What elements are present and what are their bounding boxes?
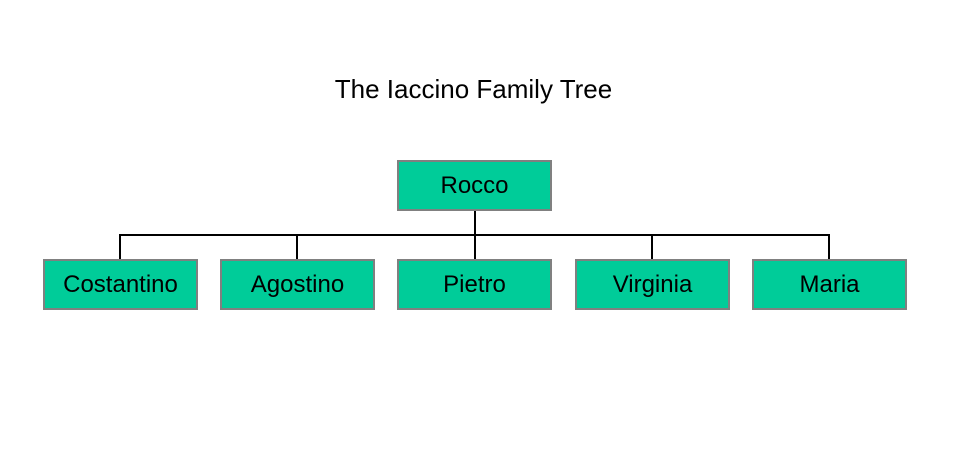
- node-child: Pietro: [397, 259, 552, 310]
- connector-root-stem: [474, 211, 476, 236]
- connector-child-5: [828, 234, 830, 259]
- node-child: Virginia: [575, 259, 730, 310]
- node-child: Agostino: [220, 259, 375, 310]
- connector-child-2: [296, 234, 298, 259]
- connector-child-1: [119, 234, 121, 259]
- node-root: Rocco: [397, 160, 552, 211]
- node-child: Costantino: [43, 259, 198, 310]
- diagram-title: The Iaccino Family Tree: [334, 74, 613, 104]
- connector-child-3: [474, 234, 476, 259]
- node-child: Maria: [752, 259, 907, 310]
- connector-child-4: [651, 234, 653, 259]
